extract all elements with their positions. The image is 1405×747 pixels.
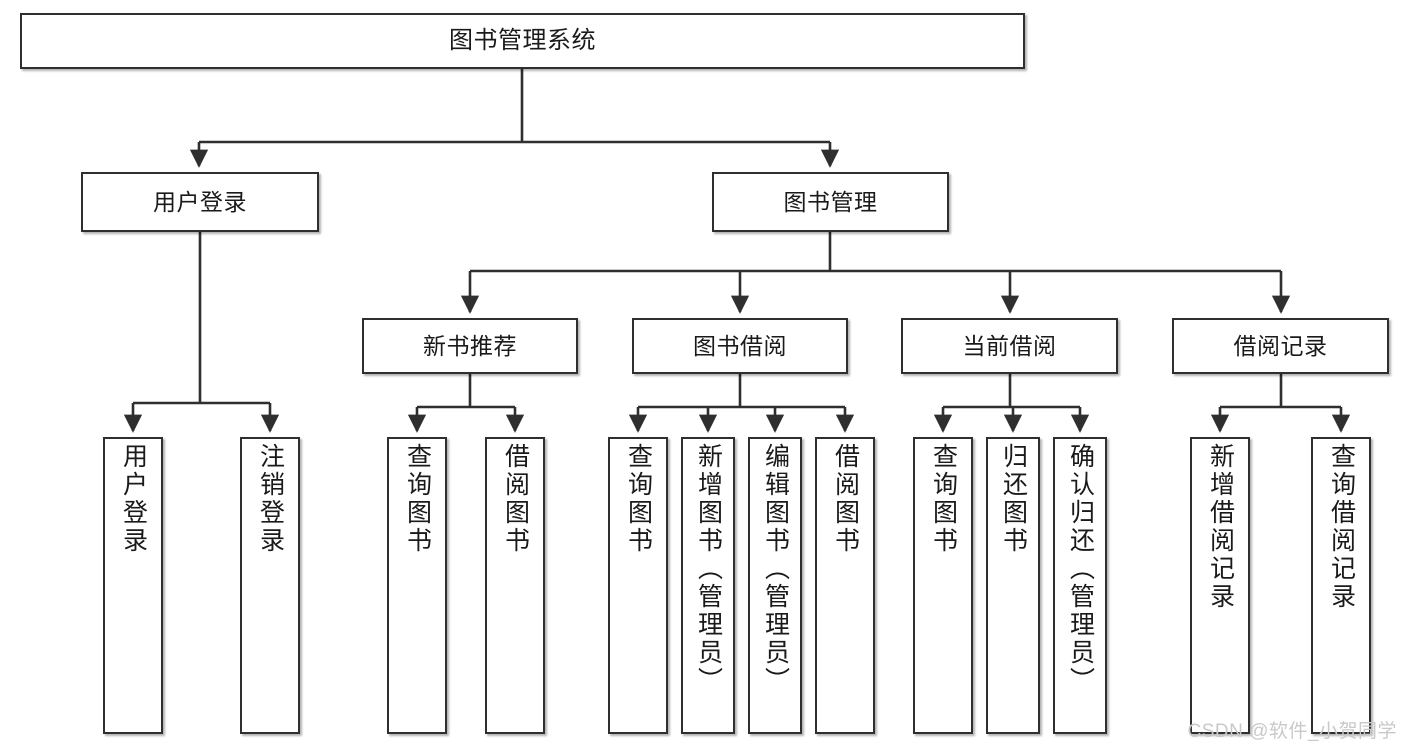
node-label: 编辑图书（管理员） (761, 443, 790, 695)
node-label: 查询图书 (929, 443, 958, 555)
leaf-edit-book-admin[interactable]: 编辑图书（管理员） (748, 437, 802, 734)
node-current-borrow[interactable]: 当前借阅 (901, 318, 1118, 374)
node-label: 用户登录 (119, 443, 148, 555)
node-label: 当前借阅 (962, 332, 1057, 359)
node-label: 查询图书 (403, 443, 432, 555)
node-label: 借阅图书 (501, 443, 530, 555)
leaf-query-book-rec[interactable]: 查询图书 (387, 437, 447, 734)
node-new-book-recommend[interactable]: 新书推荐 (362, 318, 578, 374)
node-label: 图书借阅 (693, 332, 787, 359)
leaf-query-book-borrow[interactable]: 查询图书 (608, 437, 668, 734)
node-book-borrow[interactable]: 图书借阅 (632, 318, 848, 374)
node-label: 归还图书 (999, 443, 1028, 555)
leaf-borrow-book[interactable]: 借阅图书 (815, 437, 875, 734)
node-label: 借阅图书 (831, 443, 860, 555)
leaf-borrow-book-rec[interactable]: 借阅图书 (485, 437, 545, 734)
node-label: 新书推荐 (423, 332, 517, 359)
node-label: 借阅记录 (1233, 332, 1328, 359)
node-label: 图书管理系统 (449, 27, 596, 55)
leaf-add-book-admin[interactable]: 新增图书（管理员） (681, 437, 735, 734)
node-root-system[interactable]: 图书管理系统 (20, 13, 1025, 69)
node-label: 查询图书 (624, 443, 653, 555)
node-label: 新增借阅记录 (1206, 443, 1235, 611)
leaf-query-book-current[interactable]: 查询图书 (913, 437, 973, 734)
leaf-logout[interactable]: 注销登录 (240, 437, 300, 734)
leaf-confirm-return-admin[interactable]: 确认归还（管理员） (1053, 437, 1107, 734)
node-label: 查询借阅记录 (1327, 443, 1356, 611)
node-user-login[interactable]: 用户登录 (81, 172, 319, 232)
node-label: 新增图书（管理员） (694, 443, 723, 695)
node-label: 注销登录 (256, 443, 285, 555)
node-book-management[interactable]: 图书管理 (712, 172, 949, 232)
node-borrow-record[interactable]: 借阅记录 (1172, 318, 1389, 374)
node-label: 确认归还（管理员） (1066, 443, 1095, 695)
csdn-watermark: CSDN @软件_小贺同学 (1187, 721, 1397, 742)
leaf-return-book[interactable]: 归还图书 (986, 437, 1040, 734)
leaf-query-borrow-record[interactable]: 查询借阅记录 (1311, 437, 1371, 734)
leaf-user-login[interactable]: 用户登录 (103, 437, 163, 734)
leaf-add-borrow-record[interactable]: 新增借阅记录 (1190, 437, 1250, 734)
node-label: 图书管理 (783, 188, 878, 215)
node-label: 用户登录 (153, 188, 247, 215)
